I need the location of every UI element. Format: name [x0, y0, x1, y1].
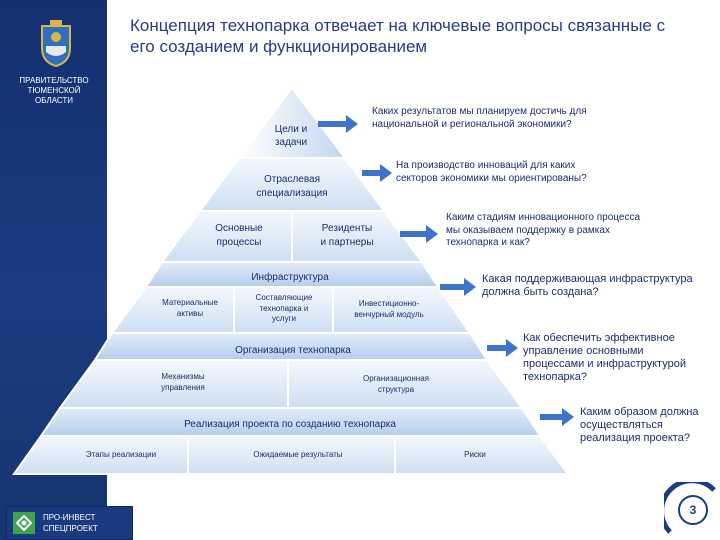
arrow-icon: [487, 339, 518, 357]
arrows: [318, 115, 574, 426]
arrow-icon: [540, 408, 574, 426]
label-residents: Резиденты и партнеры: [320, 223, 374, 248]
question-management: Как обеспечить эффективное управление ос…: [523, 332, 686, 383]
arrow-icon: [440, 278, 476, 296]
label-implementation: Реализация проекта по созданию технопарк…: [184, 419, 396, 430]
pyramid-cell-risks: [394, 435, 570, 475]
label-management: Механизмы управления: [161, 372, 205, 392]
page-number: 3: [678, 495, 708, 525]
label-structure: Организационная структура: [363, 374, 429, 394]
coat-of-arms-icon: [41, 20, 71, 68]
logo-text: ПРО-ИНВЕСТ СПЕЦПРОЕКТ: [43, 513, 98, 533]
label-processes: Основные процессы: [215, 223, 263, 248]
government-label: ПРАВИТЕЛЬСТВО ТЮМЕНСКОЙ ОБЛАСТИ: [19, 76, 89, 105]
page-title: Концепция технопарка отвечает на ключевы…: [130, 16, 666, 56]
question-infrastructure: Какая поддерживающая инфраструктура долж…: [482, 273, 693, 298]
question-stages: Каким стадиям инновационного процесса мы…: [446, 212, 640, 248]
label-risks: Риски: [464, 450, 486, 459]
arrow-icon: [400, 225, 438, 243]
question-implementation: Каким образом должна осуществляться реал…: [580, 406, 699, 444]
label-stages: Этапы реализации: [85, 450, 157, 459]
question-sectors: На производство инноваций для каких сект…: [396, 160, 587, 184]
label-material-assets: Материальные активы: [162, 298, 218, 318]
page-badge-arc-icon: [664, 482, 716, 534]
label-venture: Инвестиционно- венчурный модуль: [354, 299, 424, 319]
arrow-icon: [362, 164, 392, 182]
question-results: Каких результатов мы планируем достичь д…: [372, 106, 587, 130]
header: [107, 0, 720, 68]
label-organization: Организация технопарка: [235, 345, 351, 356]
company-logo: ПРО-ИНВЕСТ СПЕЦПРОЕКТ: [6, 506, 133, 540]
label-components: Составляющие технопарка и услуги: [255, 293, 313, 323]
label-infrastructure: Инфраструктура: [251, 272, 329, 283]
logo-icon: [13, 512, 35, 534]
label-specialization: Отраслевая специализация: [256, 174, 328, 199]
label-results: Ожидаемые результаты: [253, 450, 343, 459]
arrow-icon: [318, 115, 358, 133]
label-goals: Цели и задачи: [274, 124, 308, 148]
